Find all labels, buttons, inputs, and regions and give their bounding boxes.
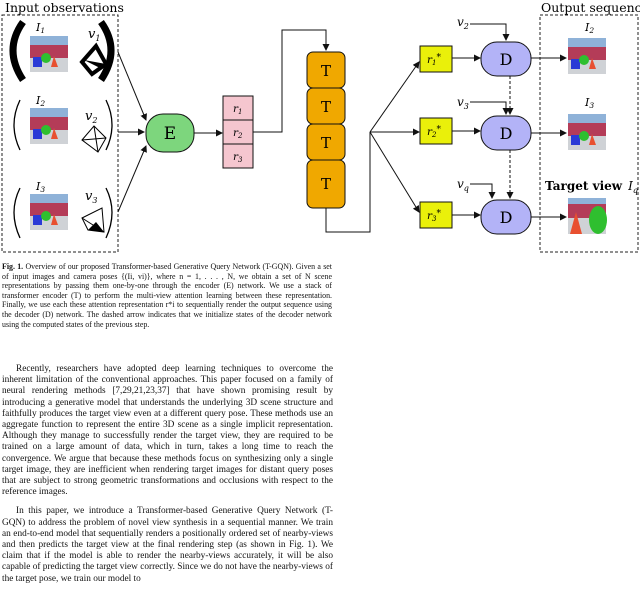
left-bracket-1 xyxy=(9,19,26,82)
attention-label-3: r3* xyxy=(427,209,442,223)
input-image-label-3: I3 xyxy=(35,180,45,194)
input-image-label-1: I1 xyxy=(35,21,45,35)
attention-box-1 xyxy=(419,45,453,73)
output-image-2 xyxy=(568,114,606,150)
left-bracket-2 xyxy=(13,99,21,151)
arrow-representations-to-transformer xyxy=(253,29,330,133)
right-bracket-3 xyxy=(105,187,113,239)
output-image-1 xyxy=(568,38,606,74)
decoder-label-1: D xyxy=(500,50,513,69)
target-view-image xyxy=(568,198,607,234)
transformer-label-1: T xyxy=(321,62,331,80)
attention-box-3 xyxy=(419,201,453,229)
input-image-3 xyxy=(30,194,68,230)
camera-pose-icon-3 xyxy=(81,207,105,233)
input-pose-label-1: v1 xyxy=(88,27,100,43)
input-image-label-2: I2 xyxy=(35,94,45,108)
representation-box-3 xyxy=(222,143,254,169)
arrow-query-pose-2 xyxy=(470,101,510,115)
arrow-input-3-to-encoder xyxy=(117,145,147,213)
output-label-1: I2 xyxy=(584,21,594,35)
input-frame xyxy=(1,14,119,253)
representation-label-3: r3 xyxy=(233,151,243,164)
input-heading: Input observations xyxy=(5,0,124,15)
camera-pose-icon-1 xyxy=(79,42,109,77)
decoder-box-1 xyxy=(480,41,532,77)
output-label-2: I3 xyxy=(584,96,594,110)
transformer-label-2: T xyxy=(321,98,331,116)
arrow-to-attention-3 xyxy=(369,131,420,213)
representation-label-2: r2 xyxy=(233,127,243,140)
arrow-to-attention-1 xyxy=(369,61,420,133)
body-paragraph-1: Recently, researchers have adopted deep … xyxy=(2,364,333,498)
left-bracket-3 xyxy=(13,187,21,239)
representation-label-1: r1 xyxy=(233,103,243,116)
output-heading: Output sequence xyxy=(541,0,640,15)
decoder-label-2: D xyxy=(500,124,513,143)
caption-text: Overview of our proposed Transformer-bas… xyxy=(2,262,332,329)
encoder-label: E xyxy=(164,124,176,144)
arrow-input-1-to-encoder xyxy=(117,51,147,121)
query-pose-label-3: vq xyxy=(457,177,469,193)
query-pose-label-2: v3 xyxy=(457,95,469,111)
attention-label-1: r1* xyxy=(427,53,442,67)
body-paragraph-2: In this paper, we introduce a Transforme… xyxy=(2,506,333,584)
architecture-figure: Input observations Output sequence I1 v1… xyxy=(1,0,640,253)
right-bracket-2 xyxy=(105,99,113,151)
right-bracket-1 xyxy=(98,19,115,82)
input-pose-label-3: v3 xyxy=(85,189,97,205)
attention-box-2 xyxy=(419,117,453,145)
decoder-label-3: D xyxy=(500,208,513,227)
query-pose-label-1: v2 xyxy=(457,15,469,31)
camera-pose-icon-2 xyxy=(81,125,107,153)
input-image-1 xyxy=(30,36,68,72)
body-text: Recently, researchers have adopted deep … xyxy=(2,364,333,593)
figure-caption: Fig. 1. Overview of our proposed Transfo… xyxy=(2,262,332,329)
transformer-label-3: T xyxy=(321,134,331,152)
representation-box-1 xyxy=(222,95,254,121)
arrow-query-pose-3 xyxy=(470,183,496,199)
arrow-query-pose-1 xyxy=(470,23,510,41)
attention-label-2: r2* xyxy=(427,125,442,139)
transformer-output-line xyxy=(325,132,371,233)
input-pose-label-2: v2 xyxy=(85,109,97,125)
caption-label: Fig. 1. xyxy=(2,262,24,271)
input-image-2 xyxy=(30,108,68,144)
transformer-label-4: T xyxy=(321,175,331,193)
